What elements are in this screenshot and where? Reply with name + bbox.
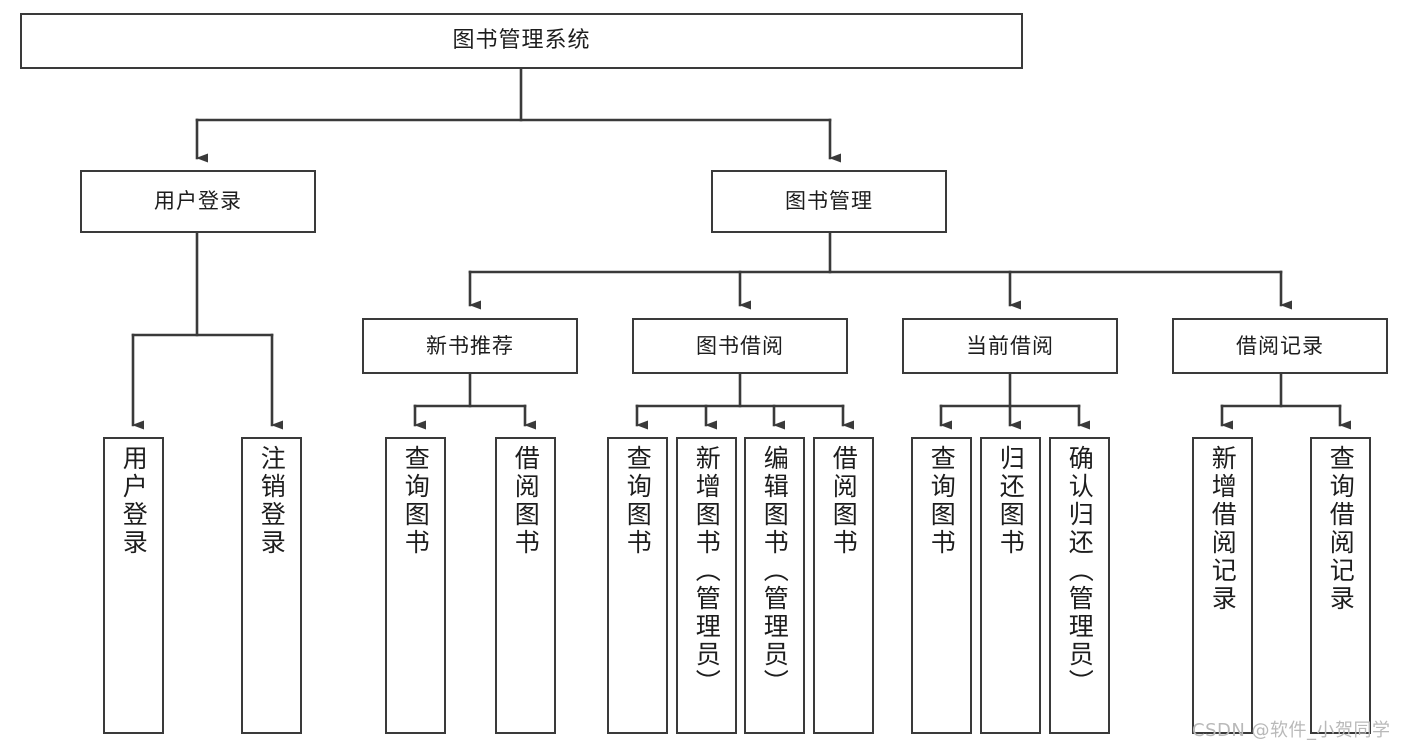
leaf-book-borrow-edit-book-admin[interactable]: 编辑图书（管理员） — [744, 437, 805, 734]
node-label: 用户登录 — [119, 445, 149, 557]
node-label: 图书管理系统 — [452, 28, 591, 54]
node-label: 当前借阅 — [966, 333, 1054, 358]
node-borrow-record[interactable]: 借阅记录 — [1172, 318, 1388, 374]
leaf-current-borrow-confirm-return-admin[interactable]: 确认归还（管理员） — [1049, 437, 1110, 734]
node-label: 借阅图书 — [511, 445, 541, 557]
node-label: 图书管理 — [785, 189, 873, 214]
node-label: 查询图书 — [927, 445, 957, 557]
node-label: 用户登录 — [154, 189, 242, 214]
leaf-new-book-query-book[interactable]: 查询图书 — [385, 437, 446, 734]
node-label: 新增图书（管理员） — [692, 445, 722, 697]
leaf-new-book-borrow-book[interactable]: 借阅图书 — [495, 437, 556, 734]
leaf-book-borrow-borrow-book[interactable]: 借阅图书 — [813, 437, 874, 734]
node-book-borrow[interactable]: 图书借阅 — [632, 318, 848, 374]
leaf-book-borrow-query-book[interactable]: 查询图书 — [607, 437, 668, 734]
leaf-current-borrow-return-book[interactable]: 归还图书 — [980, 437, 1041, 734]
node-label: 编辑图书（管理员） — [760, 445, 790, 697]
leaf-borrow-record-add-record[interactable]: 新增借阅记录 — [1192, 437, 1253, 734]
leaf-borrow-record-query-record[interactable]: 查询借阅记录 — [1310, 437, 1371, 734]
node-book-management[interactable]: 图书管理 — [711, 170, 947, 233]
node-user-login[interactable]: 用户登录 — [80, 170, 316, 233]
node-label: 图书借阅 — [696, 333, 784, 358]
leaf-user-login-login[interactable]: 用户登录 — [103, 437, 164, 734]
leaf-book-borrow-add-book-admin[interactable]: 新增图书（管理员） — [676, 437, 737, 734]
node-label: 借阅图书 — [829, 445, 859, 557]
node-label: 查询借阅记录 — [1326, 445, 1356, 613]
node-root-book-management-system[interactable]: 图书管理系统 — [20, 13, 1023, 69]
node-label: 归还图书 — [996, 445, 1026, 557]
node-label: 查询图书 — [401, 445, 431, 557]
node-label: 新增借阅记录 — [1208, 445, 1238, 613]
leaf-current-borrow-query-book[interactable]: 查询图书 — [911, 437, 972, 734]
node-current-borrow[interactable]: 当前借阅 — [902, 318, 1118, 374]
node-new-book-recommend[interactable]: 新书推荐 — [362, 318, 578, 374]
leaf-user-login-logout[interactable]: 注销登录 — [241, 437, 302, 734]
node-label: 新书推荐 — [426, 333, 514, 358]
node-label: 确认归还（管理员） — [1065, 445, 1095, 697]
watermark-csdn: CSDN @软件_小贺同学 — [1192, 720, 1391, 741]
node-label: 查询图书 — [623, 445, 653, 557]
node-label: 注销登录 — [257, 445, 287, 557]
node-label: 借阅记录 — [1236, 333, 1324, 358]
